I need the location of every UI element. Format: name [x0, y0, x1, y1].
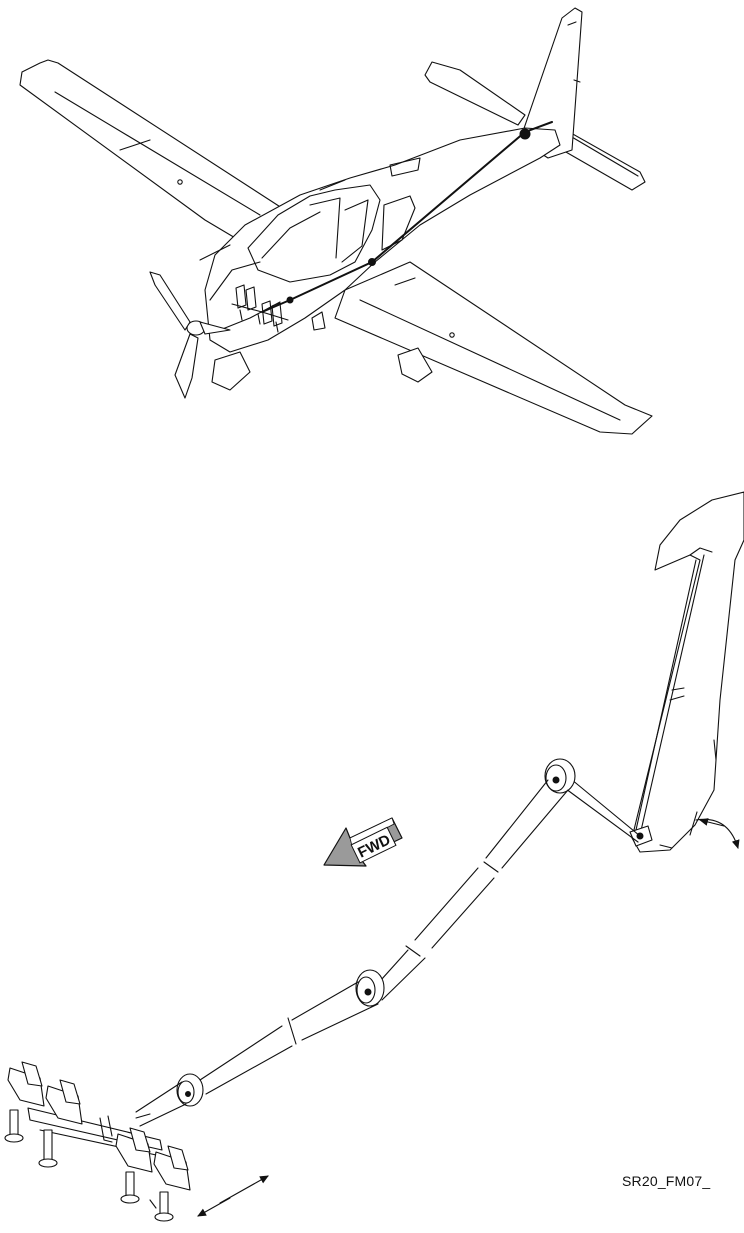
main-gear: [397, 347, 433, 383]
nose-gear: [211, 351, 251, 391]
rudder-pedals-small: [231, 284, 289, 333]
cable-aft-section: [371, 779, 569, 1001]
pulley-mid: [355, 969, 385, 1007]
left-h-stabilizer: [424, 61, 526, 126]
pulley-aft: [544, 758, 576, 794]
airplane-pulley-aft: [519, 128, 531, 140]
rudder-pedal-assembly: [4, 1061, 191, 1222]
curved-arrow-icon: [695, 818, 740, 849]
rudder-detail: [629, 491, 744, 853]
airplane-pulley-mid: [368, 258, 376, 266]
pulley-fwd: [176, 1073, 204, 1107]
vertical-stabilizer: [519, 7, 583, 159]
fwd-arrow-icon: FWD: [323, 817, 403, 867]
airplane-overview: [19, 7, 653, 435]
figure-id: SR20_FM07_: [622, 1173, 711, 1189]
right-wing: [334, 261, 653, 435]
propeller: [149, 271, 231, 399]
cabin-window: [381, 195, 416, 251]
cable-fwd-section: [199, 981, 379, 1095]
